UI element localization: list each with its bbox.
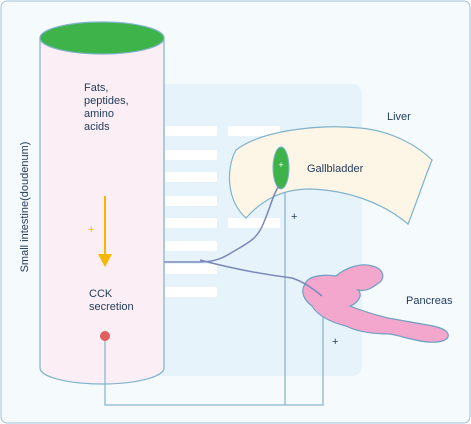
- bile-duct: [164, 185, 280, 263]
- pancreatic-duct: [199, 259, 323, 297]
- cck-signal-pathway: [104, 290, 324, 406]
- pancreas-shape: [302, 264, 449, 343]
- small-intestine-label: Small intestine(doudenum): [19, 142, 31, 273]
- liver-label: Liver: [387, 111, 411, 123]
- cck-label-line2: secretion: [89, 301, 134, 313]
- cck-label-line1: CCK: [89, 288, 113, 300]
- gallbladder-plus-sign: +: [278, 160, 283, 170]
- intestine-plus-sign: +: [88, 224, 94, 236]
- fats-label-line4: acids: [84, 121, 110, 133]
- gallbladder-label: Gallbladder: [307, 163, 364, 175]
- backdrop-lines: [165, 126, 280, 297]
- intestine-cylinder-top: [39, 21, 165, 55]
- cck-secretion-dot: [100, 331, 110, 341]
- pancreas-label: Pancreas: [406, 295, 453, 307]
- pancreas-plus-sign: +: [332, 336, 338, 348]
- fats-label-line2: peptides,: [84, 95, 129, 107]
- liver-plus-sign: +: [291, 211, 297, 223]
- gallbladder-shape: [272, 146, 290, 190]
- fats-label-line1: Fats,: [84, 82, 108, 94]
- cck-arrow-head: [98, 254, 112, 267]
- fats-label-line3: amino: [84, 108, 114, 120]
